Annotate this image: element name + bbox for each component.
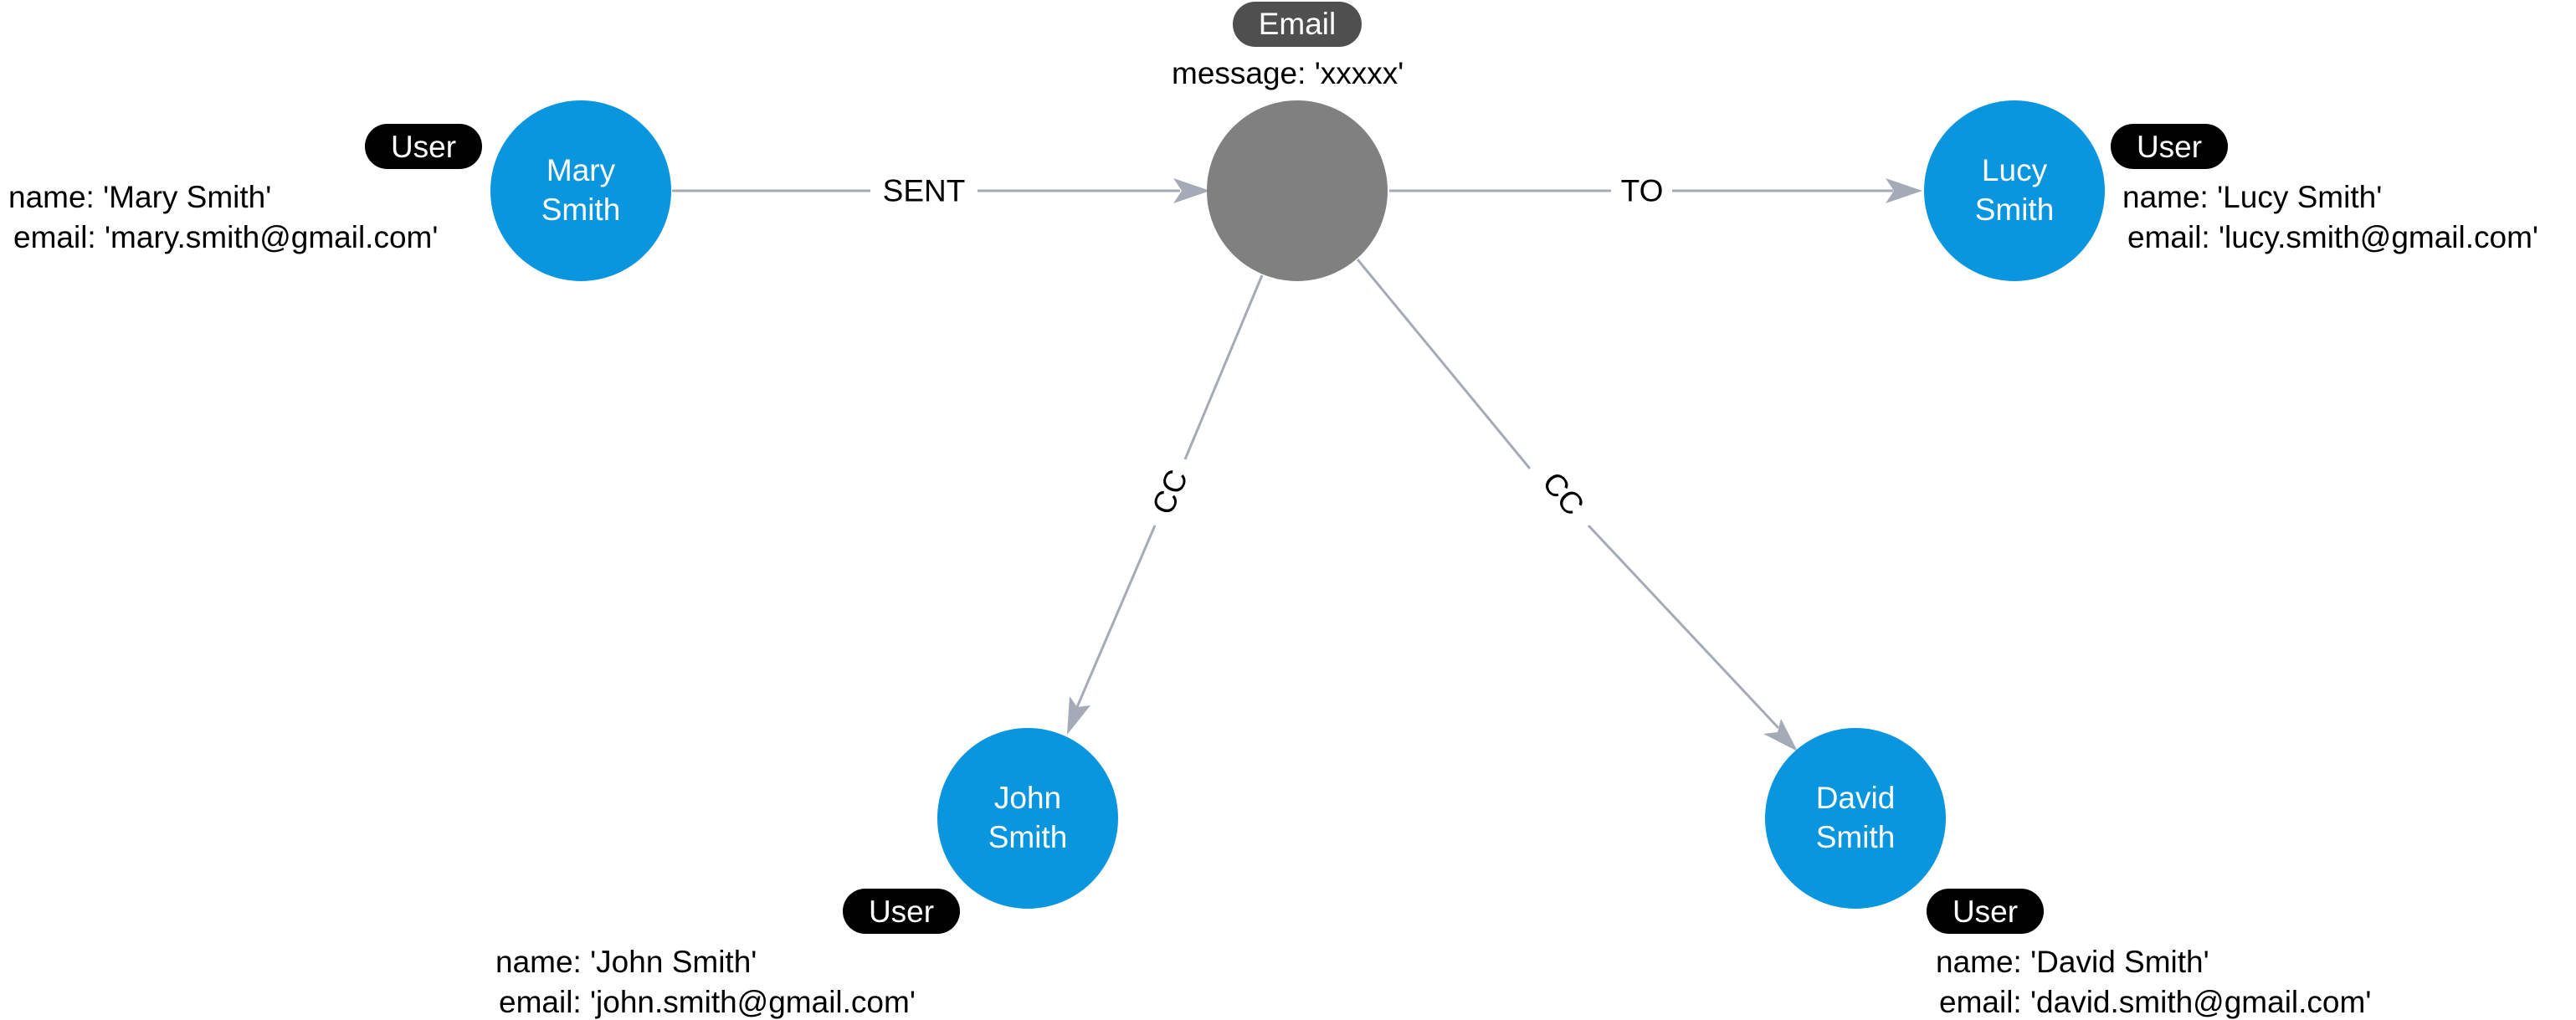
edge-cc-david-line-2 [1587,524,1780,730]
node-david[interactable]: David Smith [1765,728,1946,909]
david-prop-name: name: 'David Smith' [1936,945,2209,979]
mary-label-line-1: Mary [547,153,616,187]
mary-badge: User [365,124,482,169]
edge-sent-arrowhead [1173,178,1210,203]
edge-cc-david-line [1356,259,1532,469]
edge-cc-david[interactable]: CC [1356,259,1798,751]
lucy-prop-email: email: 'lucy.smith@gmail.com' [2127,220,2538,254]
david-badge-bg [1927,889,2044,934]
node-email[interactable] [1207,100,1388,281]
edge-cc-john-label: CC [1146,464,1195,519]
edge-cc-david-label: CC [1536,465,1591,521]
edge-cc-john-line-2 [1075,525,1157,708]
node-mary[interactable]: Mary Smith [490,100,671,281]
john-label-line-1: John [994,781,1061,815]
mary-prop-email: email: 'mary.smith@gmail.com' [13,220,438,254]
lucy-badge-text: User [2137,130,2202,164]
email-badge-bg [1233,2,1362,47]
john-node-circle [937,728,1118,909]
john-badge-bg [843,889,960,934]
david-badge-text: User [1953,894,2018,929]
lucy-prop-name: name: 'Lucy Smith' [2122,180,2382,214]
edge-to[interactable]: TO [1389,174,1922,208]
edge-cc-john-line [1183,274,1264,460]
mary-label-line-2: Smith [541,192,621,227]
john-prop-email: email: 'john.smith@gmail.com' [499,985,916,1019]
edge-sent-label: SENT [883,174,966,208]
edge-sent[interactable]: SENT [672,174,1210,208]
david-node-circle [1765,728,1946,909]
john-badge-text: User [869,894,934,929]
mary-badge-text: User [391,130,456,164]
lucy-node-circle [1924,100,2105,281]
node-john[interactable]: John Smith [937,728,1118,909]
mary-badge-bg [365,124,482,169]
john-prop-name: name: 'John Smith' [495,945,757,979]
email-badge-text: Email [1259,7,1337,41]
email-prop-message: message: 'xxxxx' [1172,56,1403,90]
lucy-badge-bg [2111,124,2228,169]
david-label-line-1: David [1816,781,1896,815]
john-badge: User [843,889,960,934]
node-lucy[interactable]: Lucy Smith [1924,100,2105,281]
lucy-badge: User [2111,124,2228,169]
edge-to-arrowhead [1886,178,1922,203]
david-prop-email: email: 'david.smith@gmail.com' [1939,985,2371,1019]
lucy-label-line-1: Lucy [1982,153,2048,187]
edge-cc-david-arrowhead [1763,719,1798,751]
edge-cc-john[interactable]: CC [1067,274,1264,735]
mary-node-circle [490,100,671,281]
mary-prop-name: name: 'Mary Smith' [8,180,271,214]
david-badge: User [1927,889,2044,934]
lucy-label-line-2: Smith [1975,192,2055,227]
edge-to-label: TO [1621,174,1664,208]
david-label-line-2: Smith [1816,820,1896,854]
edge-cc-john-arrowhead [1067,696,1090,735]
email-node-circle [1207,100,1388,281]
john-label-line-2: Smith [988,820,1068,854]
email-badge: Email [1233,2,1362,47]
